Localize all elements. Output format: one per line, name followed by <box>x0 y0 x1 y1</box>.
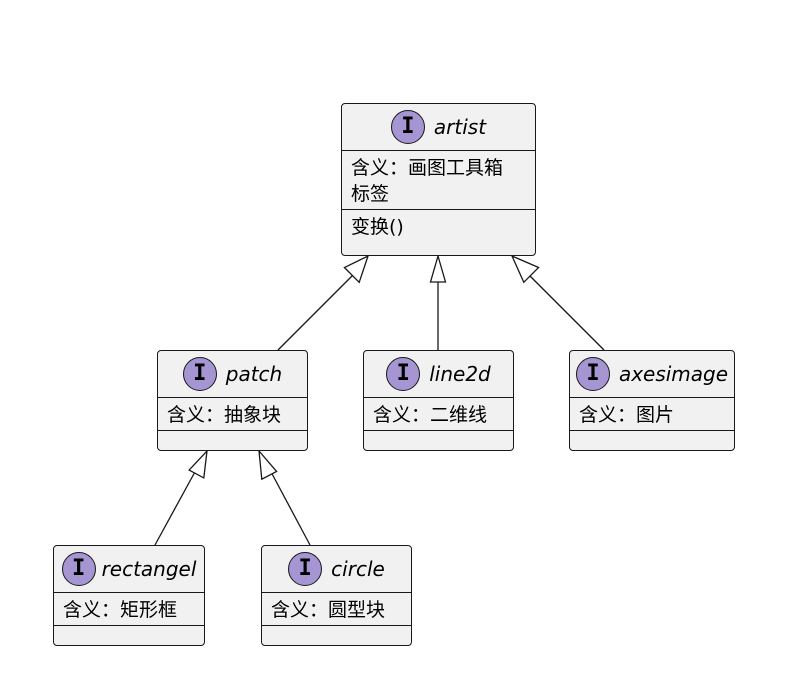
edge-rectangel-patch <box>154 449 208 546</box>
fields-section: 含义：抽象块 <box>158 397 307 430</box>
interface-header: I circle <box>262 546 411 592</box>
interface-artist[interactable]: I artist 含义：画图工具箱 标签 变换() <box>341 103 536 256</box>
inheritance-arrowhead <box>429 253 447 283</box>
edge-line2d-artist <box>429 253 447 350</box>
interface-circle[interactable]: I circle 含义：圆型块 <box>261 545 412 646</box>
interface-name: axesimage <box>618 362 729 386</box>
interface-header: I artist <box>342 104 535 150</box>
fields-section: 含义：矩形框 <box>54 592 204 625</box>
inheritance-arrowhead <box>510 254 540 284</box>
interface-badge-icon: I <box>61 552 96 586</box>
interface-axesimage[interactable]: I axesimage 含义：图片 <box>569 350 735 451</box>
field: 含义：二维线 <box>373 404 488 426</box>
interface-header: I line2d <box>364 351 513 397</box>
fields-section: 含义：圆型块 <box>262 592 411 625</box>
fields-section: 含义：二维线 <box>364 397 513 430</box>
interface-badge-icon: I <box>182 357 217 391</box>
interface-header: I axesimage <box>570 351 734 397</box>
edge-circle-patch <box>258 449 311 546</box>
interface-header: I rectangel <box>54 546 204 592</box>
methods-section <box>262 625 411 636</box>
inheritance-arrowhead <box>343 254 370 284</box>
field: 含义：圆型块 <box>271 599 386 621</box>
interface-patch[interactable]: I patch 含义：抽象块 <box>157 350 308 451</box>
methods-section: 变换() <box>342 209 535 242</box>
interface-name: artist <box>433 115 487 139</box>
interface-name: circle <box>331 557 385 581</box>
inheritance-arrowhead <box>258 449 278 481</box>
fields-section: 含义：画图工具箱 标签 <box>342 150 535 209</box>
interface-name: patch <box>225 362 283 386</box>
fields-section: 含义：图片 <box>570 397 734 430</box>
interface-rectangel[interactable]: I rectangel 含义：矩形框 <box>53 545 205 646</box>
field: 含义：画图工具箱 <box>351 157 504 179</box>
interface-badge-icon: I <box>288 552 323 586</box>
field: 含义：抽象块 <box>167 404 282 426</box>
methods-section <box>158 430 307 441</box>
method: 变换() <box>351 216 404 238</box>
interface-badge-icon: I <box>390 110 425 144</box>
field: 含义：图片 <box>579 404 675 426</box>
interface-name: line2d <box>429 362 491 386</box>
interface-badge-icon: I <box>575 357 610 391</box>
edge-patch-artist <box>277 254 370 351</box>
interface-badge-icon: I <box>386 357 421 391</box>
field: 标签 <box>351 183 390 205</box>
inheritance-arrowhead <box>188 449 208 479</box>
methods-section <box>364 430 513 441</box>
interface-header: I patch <box>158 351 307 397</box>
interface-name: rectangel <box>101 557 197 581</box>
methods-section <box>54 625 204 636</box>
interface-line2d[interactable]: I line2d 含义：二维线 <box>363 350 514 451</box>
methods-section <box>570 430 734 441</box>
field: 含义：矩形框 <box>63 599 178 621</box>
edge-axesimage-artist <box>510 254 605 351</box>
